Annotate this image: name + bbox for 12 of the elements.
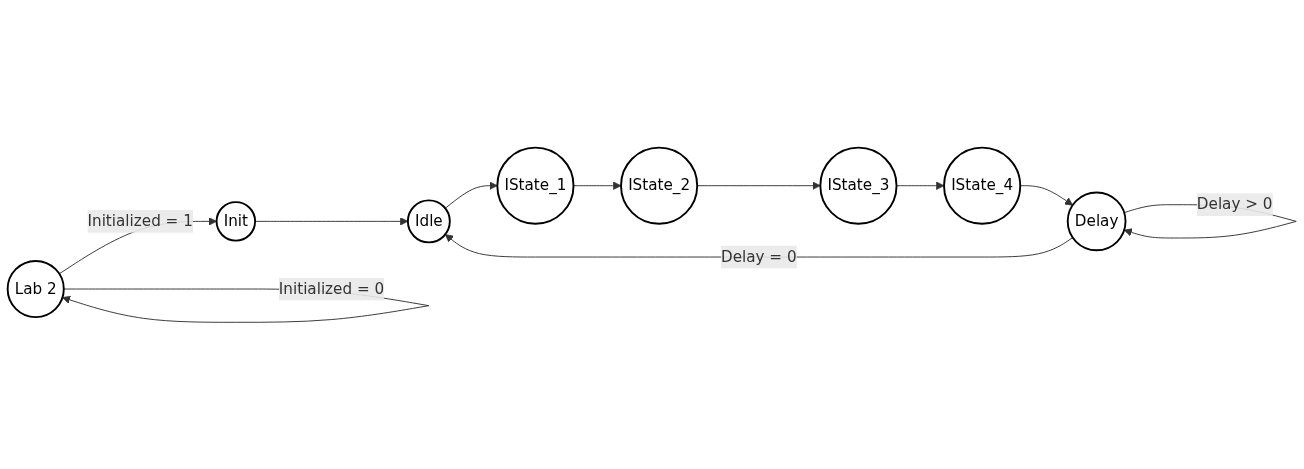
edge-label: Initialized = 1 [87, 211, 193, 230]
edge-label: Initialized = 0 [278, 279, 385, 298]
edge-label: Delay = 0 [720, 247, 797, 266]
node-circle: Idle [406, 199, 451, 243]
node-circle: IState_1 [496, 146, 575, 225]
node-circle: IState_4 [943, 146, 1022, 225]
node-circle: Delay [1066, 191, 1127, 251]
node-circle: IState_3 [819, 146, 898, 225]
node-circle: Init [215, 200, 257, 242]
edge-label: Delay > 0 [1196, 194, 1273, 213]
node-circle: IState_2 [620, 146, 699, 225]
node-circle: Lab 2 [6, 259, 65, 318]
